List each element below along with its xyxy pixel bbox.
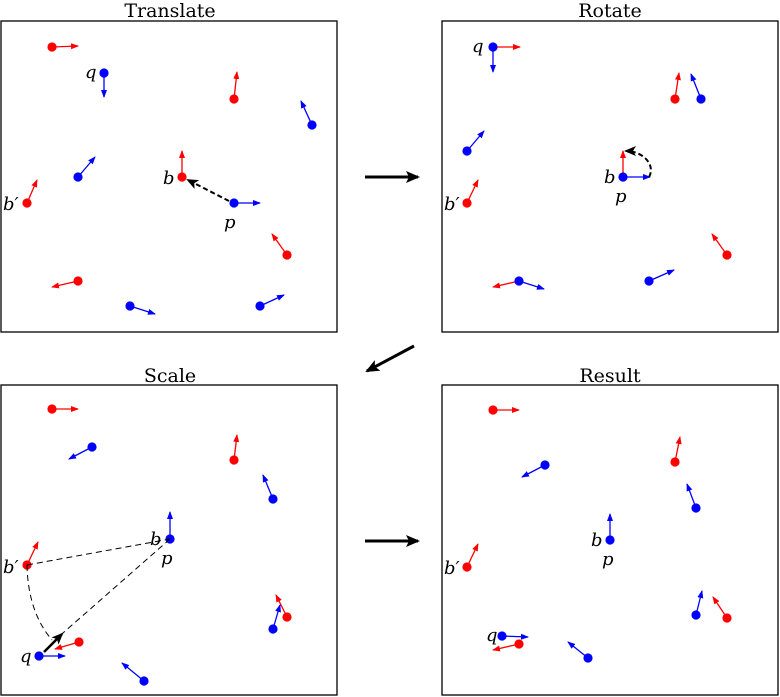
red-point <box>229 434 240 465</box>
blue-point-q <box>497 631 529 641</box>
panel-translate-frame <box>0 20 338 333</box>
red-point-b-prime <box>22 179 38 208</box>
blue-point-q <box>34 651 66 661</box>
blue-point <box>255 294 285 311</box>
red-point <box>47 42 79 52</box>
label-p: p <box>602 549 614 570</box>
blue-point-q <box>99 68 109 98</box>
red-point <box>711 233 732 260</box>
label-b: b <box>163 168 175 189</box>
label-p: p <box>615 186 627 207</box>
translate-points <box>22 42 317 315</box>
red-point <box>51 276 83 289</box>
blue-point-p <box>229 198 261 208</box>
red-point <box>670 72 681 104</box>
blue-point <box>492 276 545 290</box>
scale-guide-arc <box>26 564 53 641</box>
rotate-points <box>462 42 732 290</box>
label-b-prime: b′ <box>444 194 460 215</box>
blue-point <box>268 604 281 634</box>
red-point-b-prime <box>462 543 479 572</box>
rotation-arc-arrow <box>624 146 652 178</box>
blue-point-b-p <box>165 511 175 544</box>
panel-result-frame <box>441 384 779 696</box>
blue-point-b-p <box>605 513 615 545</box>
red-point-b-prime <box>22 541 39 570</box>
label-q: q <box>85 62 97 83</box>
blue-point <box>521 460 550 478</box>
panel-rotate-frame <box>441 20 779 333</box>
scale-vector-arrow <box>43 632 64 653</box>
red-point <box>229 71 240 104</box>
red-point-b <box>177 150 187 182</box>
label-b: b <box>150 529 162 550</box>
panel-scale-title: Scale <box>144 365 196 387</box>
blue-point <box>125 301 156 315</box>
red-point <box>47 404 79 414</box>
label-q: q <box>20 646 32 667</box>
blue-point <box>68 442 97 460</box>
point-b-p <box>618 150 651 182</box>
red-point <box>492 639 524 652</box>
panel-translate-title: Translate <box>124 0 215 22</box>
red-point <box>271 233 292 260</box>
red-point <box>488 405 520 415</box>
blue-point <box>121 662 149 686</box>
panel-rotate-title: Rotate <box>578 0 642 22</box>
flow-arrow-rotate-to-scale <box>365 344 415 373</box>
label-b-prime: b′ <box>3 194 19 215</box>
blue-point <box>690 73 706 104</box>
red-point <box>275 594 292 622</box>
label-p: p <box>224 212 236 233</box>
scale-guide-line <box>54 538 171 641</box>
label-b-prime: b′ <box>444 558 460 579</box>
panel-result-title: Result <box>579 365 641 387</box>
label-q: q <box>486 625 498 646</box>
translation-vector-arrow <box>186 179 230 202</box>
red-point <box>670 436 682 467</box>
label-p: p <box>161 548 173 569</box>
label-b-prime: b′ <box>3 557 19 578</box>
blue-point <box>300 100 317 130</box>
blue-point-q <box>488 42 521 73</box>
panel-scale-frame <box>0 384 338 696</box>
blue-point <box>262 474 278 504</box>
red-point <box>712 596 732 623</box>
blue-point <box>686 483 701 513</box>
blue-point <box>462 130 485 156</box>
blue-point <box>691 590 704 620</box>
label-b: b <box>591 530 603 551</box>
scale-points <box>22 404 292 686</box>
result-points <box>462 405 732 663</box>
red-point-b-prime <box>462 179 479 208</box>
blue-point <box>73 156 96 182</box>
label-q: q <box>472 36 484 57</box>
scale-guide-line <box>26 538 171 566</box>
blue-point <box>567 641 593 663</box>
label-b: b <box>604 167 616 188</box>
blue-point <box>644 269 675 286</box>
red-point <box>54 637 84 650</box>
